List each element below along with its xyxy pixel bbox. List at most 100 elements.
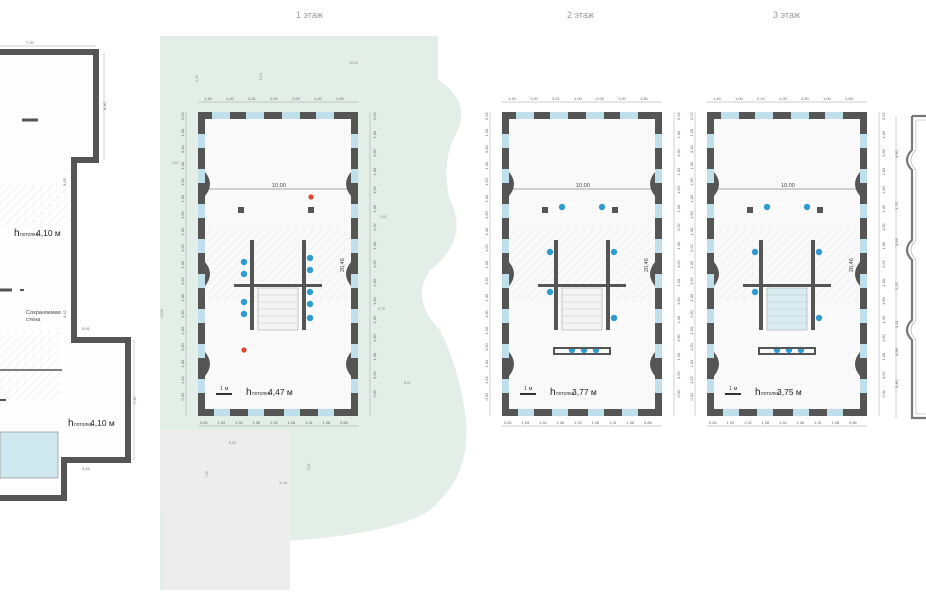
- window-bottom-1: [552, 409, 568, 416]
- wall-top: [502, 112, 662, 119]
- window-right-2: [351, 204, 358, 218]
- left-dim-3: 1,00: [689, 161, 694, 170]
- left-dim-5: 1,00: [484, 194, 489, 203]
- window-right-0: [351, 134, 358, 148]
- bottom-dim-6: 1,31: [609, 420, 618, 425]
- bottom-dim-0: 0,84: [200, 420, 209, 425]
- right-dim-5: 1,00: [372, 204, 377, 213]
- niche-right-0: [650, 172, 655, 196]
- right-dim-14: 0,62: [881, 370, 886, 379]
- right-dim-5: 1,00: [676, 204, 681, 213]
- right-dim-0: 0,52: [881, 111, 886, 120]
- niche-right-2: [855, 352, 860, 376]
- site-dim-b: 3,91: [380, 215, 387, 219]
- right-dim-13: 1,00: [881, 352, 886, 361]
- site-dim-top: 18,16: [349, 61, 358, 65]
- right-dim-11: 1,00: [881, 315, 886, 324]
- right-dim-15: 0,52: [676, 389, 681, 398]
- fixture-6: [306, 288, 314, 296]
- site-dim-j: 8,91: [307, 463, 311, 470]
- top-dim-2: 2,01: [552, 96, 561, 101]
- niche-right-1: [346, 262, 351, 286]
- left-dim-8: 1,62: [180, 243, 185, 252]
- fixture-0: [558, 203, 566, 211]
- top-dim-5: 1,00: [618, 96, 627, 101]
- floor4-dim-e: 3,11: [894, 320, 899, 328]
- window-right-6: [655, 344, 662, 358]
- window-top-1: [755, 112, 773, 119]
- niche-right-0: [346, 172, 351, 196]
- site-dim-i: 1,67: [172, 161, 179, 165]
- window-right-1: [655, 169, 662, 183]
- bottom-dim-5: 1,06: [797, 420, 806, 425]
- bottom-dim-1: 1,09: [218, 420, 227, 425]
- column-1: [612, 207, 618, 213]
- right-dim-3: 1,00: [881, 167, 886, 176]
- site-dim-c: 5,78: [378, 307, 385, 311]
- left-dim-15: 1,00: [484, 359, 489, 368]
- ceiling-height-symbol: h: [550, 387, 556, 398]
- left-dim-5: 1,00: [180, 194, 185, 203]
- floor4-dim-c: 3,63: [894, 237, 899, 246]
- floor4-dim-f: 0,98: [894, 347, 899, 356]
- fixture-2: [240, 298, 248, 306]
- basement-dim-right-c: 3,63: [62, 177, 67, 186]
- left-dim-13: 1,00: [689, 326, 694, 335]
- window-left-0: [198, 134, 205, 148]
- window-bottom-2: [284, 409, 300, 416]
- window-right-3: [351, 239, 358, 253]
- window-top-1: [246, 112, 264, 119]
- window-right-7: [351, 379, 358, 393]
- top-dim-2: 2,01: [248, 96, 257, 101]
- right-dim-3: 1,00: [676, 167, 681, 176]
- window-right-3: [655, 239, 662, 253]
- fixture-0: [763, 203, 771, 211]
- right-dim-14: 0,62: [676, 370, 681, 379]
- right-dim-7: 1,00: [676, 241, 681, 250]
- site-dim-a: 4,33: [195, 75, 199, 82]
- window-right-2: [860, 204, 867, 218]
- floor-1-title: 1 этаж: [296, 10, 323, 20]
- window-left-4: [707, 274, 714, 288]
- left-dim-10: 1,62: [180, 276, 185, 285]
- floor-length: 20,46: [644, 258, 650, 272]
- left-dim-8: 1,62: [689, 243, 694, 252]
- ceiling-height-value: 3,77 м: [572, 387, 597, 397]
- window-bottom-0: [723, 409, 739, 416]
- basement-dim-mid: 3,91: [82, 326, 91, 331]
- window-left-0: [707, 134, 714, 148]
- left-dim-7: 1,00: [689, 227, 694, 236]
- window-right-4: [860, 274, 867, 288]
- window-bottom-2: [588, 409, 604, 416]
- right-dim-4: 1,60: [372, 185, 377, 194]
- left-dim-17: 0,52: [484, 392, 489, 401]
- niche-left-2: [205, 352, 210, 376]
- right-dim-6: 1,62: [372, 222, 377, 231]
- fixture-2: [751, 248, 759, 256]
- bottom-dim-3: 1,06: [557, 420, 566, 425]
- window-right-6: [860, 344, 867, 358]
- wall-top: [198, 112, 358, 119]
- bottom-dim-1: 1,09: [727, 420, 736, 425]
- bottom-dim-6: 1,31: [814, 420, 823, 425]
- left-dim-1: 1,00: [180, 128, 185, 137]
- floor-length: 20,46: [849, 258, 855, 272]
- right-dim-8: 1,62: [676, 259, 681, 268]
- left-dim-0: 0,52: [484, 111, 489, 120]
- right-dim-3: 1,00: [372, 167, 377, 176]
- bottom-dim-5: 1,06: [592, 420, 601, 425]
- left-dim-14: 1,60: [484, 342, 489, 351]
- right-dim-12: 1,60: [372, 333, 377, 342]
- bottom-dim-1: 1,09: [522, 420, 531, 425]
- fixture-8: [306, 314, 314, 322]
- window-left-1: [502, 169, 509, 183]
- window-top-3: [825, 112, 843, 119]
- right-dim-11: 1,00: [676, 315, 681, 324]
- right-dim-10: 1,60: [881, 296, 886, 305]
- right-dim-10: 1,60: [372, 296, 377, 305]
- window-right-5: [860, 309, 867, 323]
- niche-left-0: [509, 172, 514, 196]
- left-dim-5: 1,00: [689, 194, 694, 203]
- top-dim-3: 1,00: [270, 96, 279, 101]
- left-dim-16: 1,62: [180, 375, 185, 384]
